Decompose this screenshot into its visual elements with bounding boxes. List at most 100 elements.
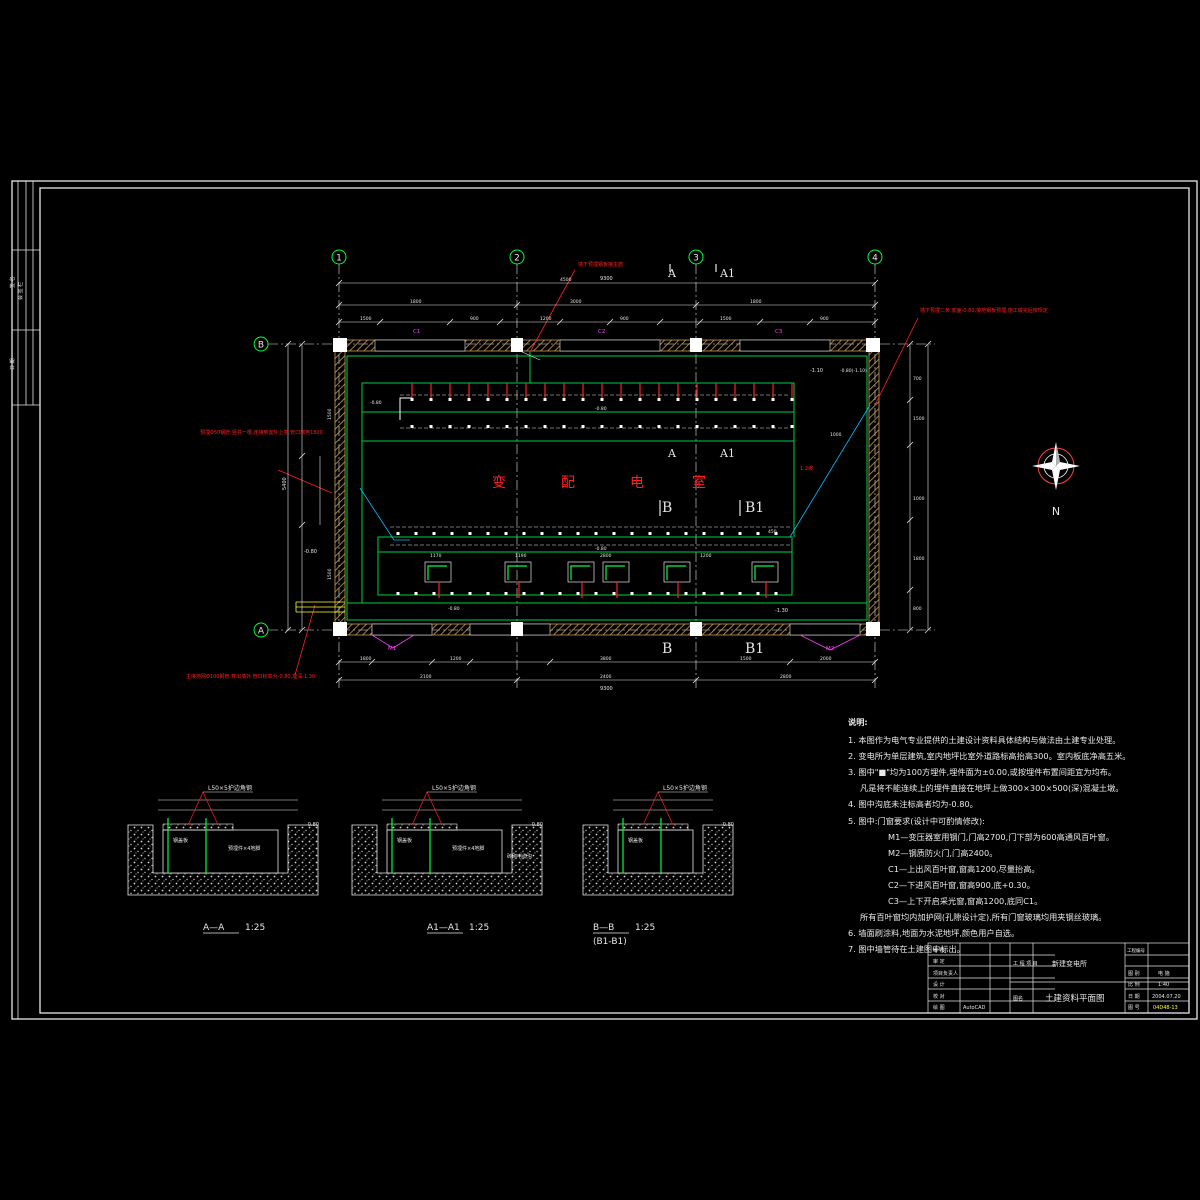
cabinet-unit: [663, 561, 691, 598]
embedded-plate: [504, 532, 508, 535]
annotation-mid: 1:2坡: [800, 465, 813, 472]
embedded-plate: [432, 532, 436, 535]
tb-right-label-4: 日 期: [1128, 994, 1140, 1000]
section-label: 预埋件×4地脚: [452, 845, 484, 852]
side-strip-date: 日 期: [10, 358, 16, 370]
embedded-plate: [666, 532, 670, 535]
tb-project: 新建变电所: [1052, 959, 1087, 968]
svg-text:1000: 1000: [913, 496, 925, 502]
embedded-plate: [562, 425, 566, 428]
section-mark-a1-top: A1: [719, 267, 735, 280]
embedded-plate: [676, 425, 680, 428]
embedded-plate: [695, 398, 699, 401]
svg-text:700: 700: [913, 376, 922, 382]
embedded-plate: [594, 532, 598, 535]
axis-a: A: [253, 622, 269, 638]
embedded-plate: [638, 398, 642, 401]
svg-text:1500: 1500: [327, 408, 333, 420]
note-line: C3—上下开启采光窗,窗高1200,底同C1。: [888, 896, 1043, 907]
embedded-plate: [576, 532, 580, 535]
section-level: -0.80: [721, 822, 734, 828]
tb-right-value-5: 04D48-13: [1153, 1005, 1178, 1011]
section-title: A—A: [203, 923, 225, 933]
window-tag-c3: C3: [775, 329, 783, 335]
note-line: C1—上出风百叶窗,窗高1200,尽量抬高。: [888, 863, 1040, 874]
embedded-plate: [619, 425, 623, 428]
svg-text:3000: 3000: [570, 299, 582, 305]
section-mark-a1-mid: A1: [719, 447, 735, 460]
embedded-plate: [432, 592, 436, 595]
cabinet-unit: [751, 561, 779, 598]
embedded-plate: [505, 398, 509, 401]
embedded-plate: [486, 425, 490, 428]
tb-right-label-3: 比 例: [1128, 981, 1140, 988]
svg-text:1800: 1800: [750, 299, 762, 305]
annotation-top: 墙下预埋钢板接主筋: [578, 261, 623, 268]
embedded-plate: [702, 532, 706, 535]
section-mark-b-upper: B: [662, 500, 672, 516]
cabinet-unit: [602, 561, 630, 598]
embedded-plate: [714, 398, 718, 401]
embedded-plate: [714, 425, 718, 428]
svg-text:2100: 2100: [420, 674, 432, 680]
embedded-plate: [733, 398, 737, 401]
svg-text:1170: 1170: [430, 553, 442, 559]
dim-overall-top: 9300: [600, 276, 613, 282]
embedded-plate: [467, 398, 471, 401]
embedded-plate: [396, 532, 400, 535]
embedded-plate: [790, 398, 794, 401]
axis-1: 1: [331, 249, 347, 265]
tb-software: AutoCAD: [963, 1005, 986, 1011]
svg-text:1500: 1500: [720, 316, 732, 322]
section-scale: 1:25: [245, 923, 265, 933]
section-label: 钢盖板: [173, 837, 188, 844]
embedded-plate: [684, 532, 688, 535]
embedded-plate: [790, 425, 794, 428]
svg-text:800: 800: [913, 606, 922, 612]
section-label: 砖砌电缆沟: [507, 853, 532, 860]
section-scale: 1:25: [635, 923, 655, 933]
embedded-plate: [581, 425, 585, 428]
tb-drawing-label: 图名: [1013, 995, 1023, 1002]
svg-text:1800: 1800: [360, 656, 372, 662]
embedded-plate: [576, 592, 580, 595]
embedded-plate: [505, 425, 509, 428]
tb-row-4: 设 计: [933, 981, 945, 988]
embedded-plate: [414, 592, 418, 595]
embedded-plate: [543, 425, 547, 428]
embedded-plate: [774, 532, 778, 535]
cable-trenches: [346, 351, 868, 621]
window-tag-c1: C1: [413, 329, 420, 335]
embedded-plate: [558, 532, 562, 535]
note-line: 5. 图中:门窗要求(设计中可酌情修改):: [848, 815, 985, 826]
axis-label-2: 2: [514, 254, 520, 264]
design-notes: 说明: 1. 本图作为电气专业提供的土建设计资料具体结构与做法由土建专业处理。2…: [848, 714, 1148, 957]
walls: [334, 339, 880, 636]
embedded-plate: [738, 532, 742, 535]
embedded-plate: [448, 398, 452, 401]
tb-right-value-3: 1:40: [1158, 982, 1169, 988]
embedded-plate: [666, 592, 670, 595]
north-label: N: [1052, 505, 1060, 518]
embedded-plate: [638, 425, 642, 428]
section-callout: L50×5护边角钢: [432, 784, 476, 792]
embedded-plate: [720, 532, 724, 535]
embedded-plate: [600, 425, 604, 428]
embedded-plate: [448, 425, 452, 428]
embedded-plate: [774, 592, 778, 595]
svg-text:-0.80(-1.10): -0.80(-1.10): [840, 368, 867, 374]
svg-text:1500: 1500: [913, 416, 925, 422]
section-mark-a-top: A: [667, 267, 677, 280]
tb-right-value-4: 2004.07.20: [1152, 994, 1181, 1000]
axis-label-b: B: [258, 341, 264, 351]
svg-text:450: 450: [768, 529, 777, 535]
door-tag-m2: M2: [826, 646, 834, 652]
note-line: 2. 变电所为单层建筑,室内地坪比室外道路标高抬高300。室内板底净高五米。: [848, 751, 1131, 762]
axis-label-3: 3: [693, 254, 699, 264]
embedded-plate: [771, 398, 775, 401]
svg-text:-0.80: -0.80: [370, 400, 382, 406]
svg-text:1500: 1500: [360, 316, 372, 322]
